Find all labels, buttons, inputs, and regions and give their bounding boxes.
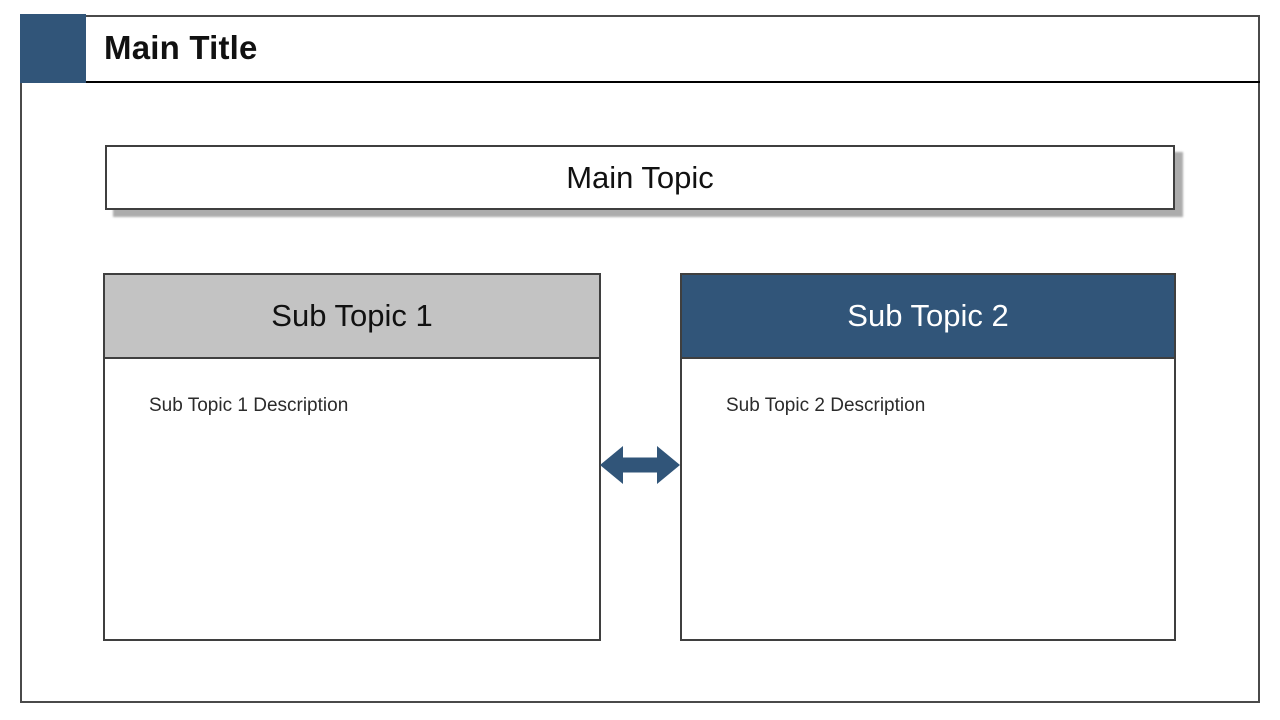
slide-title: Main Title	[104, 29, 258, 66]
left-right-arrow-icon	[600, 445, 680, 485]
sub-topic-2-header: Sub Topic 2	[682, 275, 1174, 359]
main-topic-label: Main Topic	[566, 159, 714, 195]
sub-topic-1-card: Sub Topic 1 Sub Topic 1 Description	[103, 273, 601, 641]
slide-frame-border	[20, 15, 1260, 703]
sub-topic-1-description: Sub Topic 1 Description	[149, 395, 349, 416]
title-underline	[86, 81, 1260, 83]
accent-corner-square	[20, 14, 86, 83]
sub-topic-2-title: Sub Topic 2	[847, 298, 1009, 333]
sub-topic-1-body: Sub Topic 1 Description	[105, 359, 599, 639]
sub-topic-1-title: Sub Topic 1	[271, 298, 433, 333]
sub-topic-2-body: Sub Topic 2 Description	[682, 359, 1174, 639]
sub-topic-2-description: Sub Topic 2 Description	[726, 395, 926, 416]
main-topic-box: Main Topic	[105, 145, 1175, 210]
sub-topic-1-header: Sub Topic 1	[105, 275, 599, 359]
sub-topic-2-card: Sub Topic 2 Sub Topic 2 Description	[680, 273, 1176, 641]
